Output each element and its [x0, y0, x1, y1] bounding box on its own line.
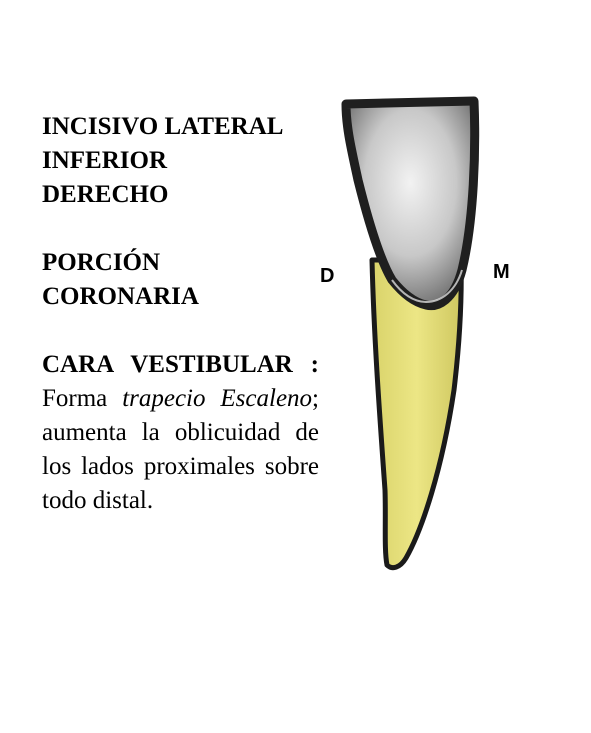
distal-label: D: [320, 265, 335, 287]
title-line-2: INFERIOR: [42, 147, 168, 174]
title-line-1: INCISIVO LATERAL: [42, 113, 284, 140]
section-title: PORCIÓN CORONARIA: [42, 246, 319, 314]
tooth-crown-inner-edge: [391, 269, 463, 304]
title-line-3: DERECHO: [42, 181, 169, 208]
tooth-crown: [341, 96, 480, 311]
description-text: INCISIVO LATERAL INFERIOR DERECHO PORCIÓ…: [42, 110, 319, 518]
section-line-2: CORONARIA: [42, 283, 199, 310]
cara-text-1: Forma: [42, 385, 123, 412]
cara-vestibular-label: CARA VESTIBULAR :: [42, 351, 319, 378]
cara-vestibular-paragraph: CARA VESTIBULAR : Forma trapecio Escalen…: [42, 348, 319, 518]
tooth-title: INCISIVO LATERAL INFERIOR DERECHO: [42, 110, 319, 212]
tooth-illustration: [341, 96, 480, 571]
tooth-root: [369, 257, 464, 571]
cara-italic-term: trapecio Escaleno: [122, 385, 313, 412]
section-line-1: PORCIÓN: [42, 249, 161, 276]
cara-text-2: ; aumenta la oblicuidad de los lados pro…: [42, 385, 319, 514]
mesial-label: M: [493, 261, 510, 283]
